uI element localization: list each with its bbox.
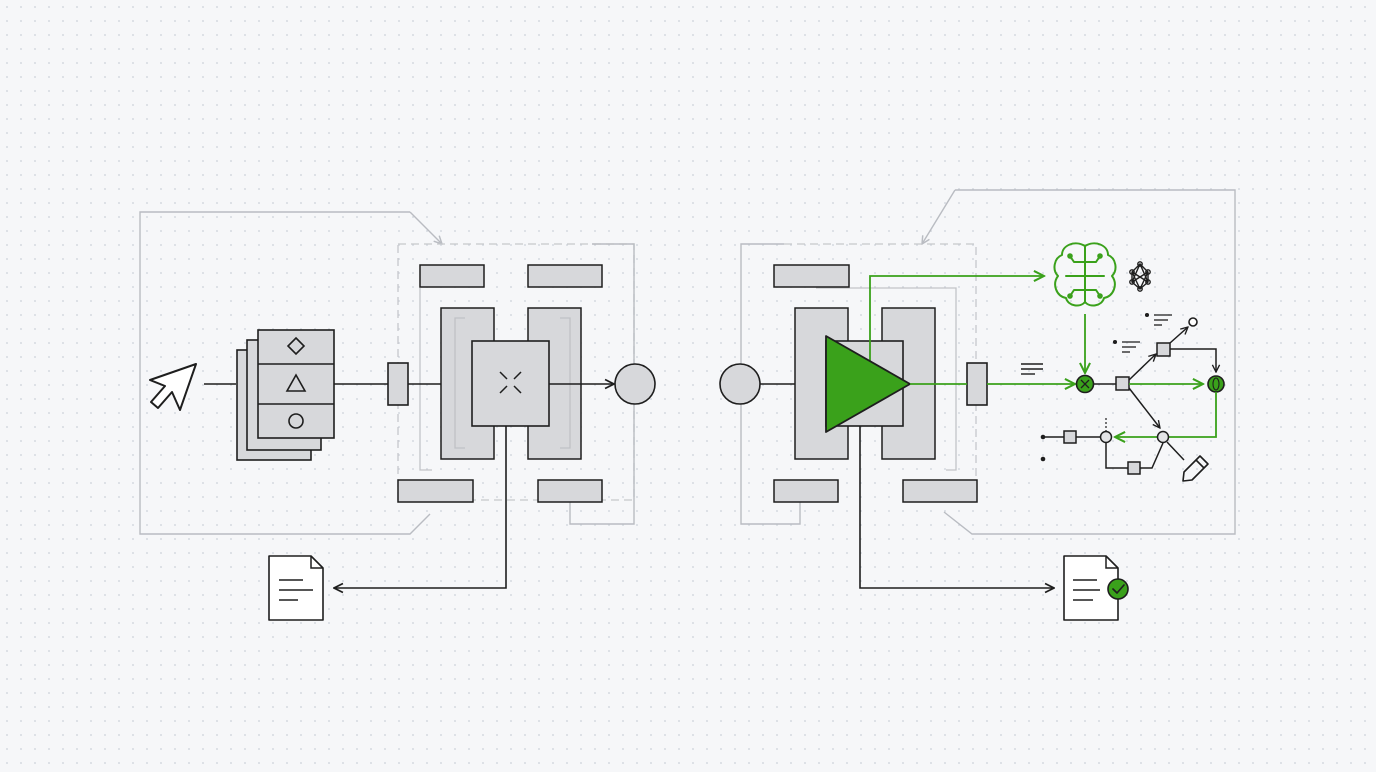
top-bar-block	[773, 264, 850, 288]
right-guide-arrow	[922, 189, 956, 244]
connector-arrow	[1169, 327, 1188, 344]
brain-icon	[1053, 242, 1117, 307]
process-square	[1127, 461, 1141, 475]
connector-line	[1105, 443, 1128, 469]
shape-card-stack	[236, 329, 335, 461]
connector-arrow	[1128, 387, 1160, 428]
top-bar-block	[419, 264, 485, 288]
merge-node	[1075, 374, 1095, 394]
target-node	[1207, 375, 1225, 393]
junction-node	[1156, 430, 1170, 444]
lines-icon	[1021, 363, 1043, 375]
diamond-icon	[286, 336, 306, 356]
document-check-icon	[1063, 555, 1129, 621]
right-guide-frame	[943, 189, 1236, 535]
bottom-bar-block	[537, 479, 603, 503]
model-branch-arrow	[869, 276, 1044, 362]
dot-node	[1040, 456, 1046, 462]
cross-icon	[499, 371, 522, 394]
bottom-bar-block	[902, 479, 978, 503]
green-feedback-arrow	[1115, 392, 1217, 437]
left-pipeline	[139, 211, 656, 621]
connector-arrow	[1128, 354, 1156, 381]
triangle-icon	[285, 373, 307, 392]
play-triangle-icon	[825, 335, 911, 433]
network-icon	[1129, 261, 1151, 292]
process-square	[1115, 376, 1130, 391]
output-arrow	[334, 426, 507, 588]
check-badge-icon	[1107, 578, 1129, 600]
right-pipeline	[719, 189, 1236, 621]
input-node	[719, 363, 761, 405]
left-guide-right	[569, 243, 635, 525]
connector-line	[1166, 441, 1185, 461]
right-guide-inner	[816, 287, 957, 471]
input-port	[387, 362, 409, 406]
output-port	[966, 362, 988, 406]
left-guide-frame	[139, 211, 431, 535]
key-icon	[1188, 317, 1198, 327]
circle-icon	[288, 413, 304, 429]
document-icon	[268, 555, 324, 621]
core-block	[471, 340, 550, 427]
process-square	[1063, 430, 1077, 444]
pen-icon	[1182, 455, 1209, 482]
process-square	[1156, 342, 1171, 357]
junction-node	[1099, 430, 1113, 444]
lines-icon	[1112, 312, 1172, 353]
left-guide-arrow	[409, 211, 442, 244]
output-arrow	[859, 426, 1054, 588]
dot-node	[1040, 434, 1046, 440]
right-guide-left	[740, 243, 801, 525]
left-guide-inner	[419, 288, 432, 471]
top-bar-block	[527, 264, 603, 288]
connector-arrow	[1170, 348, 1216, 372]
bottom-bar-block	[397, 479, 474, 503]
connector-line	[1140, 442, 1164, 469]
cursor-icon	[149, 363, 197, 411]
output-node	[614, 363, 656, 405]
bottom-bar-block	[773, 479, 839, 503]
